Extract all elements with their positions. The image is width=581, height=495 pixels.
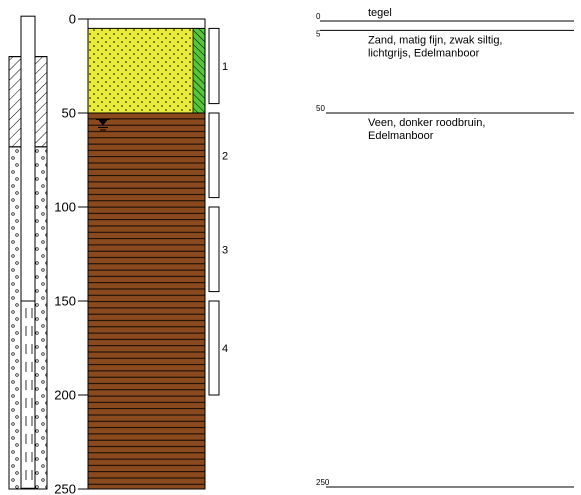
layer-description: Zand, matig fijn, zwak siltig, bbox=[368, 34, 503, 46]
layer-description: tegel bbox=[368, 7, 392, 19]
well-riser-pipe bbox=[20, 15, 36, 302]
sample-label: 3 bbox=[222, 244, 228, 256]
depth-tick-label: 250 bbox=[54, 482, 76, 495]
sample-interval bbox=[208, 112, 220, 199]
layer-top-depth: 50 bbox=[316, 104, 325, 113]
well-gravel-pack bbox=[8, 146, 22, 490]
layer-description: Veen, donker roodbruin, bbox=[368, 117, 485, 129]
layer-description: Edelmanboor bbox=[368, 130, 434, 142]
sample-interval bbox=[208, 300, 220, 396]
depth-tick-label: 200 bbox=[54, 388, 76, 403]
layer-top-depth: 5 bbox=[316, 29, 321, 38]
depth-tick-label: 100 bbox=[54, 200, 76, 215]
sample-interval bbox=[208, 27, 220, 105]
layer-top-depth: 0 bbox=[316, 12, 321, 21]
sample-label: 4 bbox=[222, 343, 228, 355]
soil-column bbox=[87, 18, 206, 490]
depth-tick-label: 150 bbox=[54, 294, 76, 309]
layer-bottom-depth: 250 bbox=[316, 478, 330, 487]
depth-tick-label: 0 bbox=[69, 12, 76, 27]
layer-description: lichtgrijs, Edelmanboor bbox=[368, 47, 480, 59]
sample-label: 2 bbox=[222, 150, 228, 162]
soil-column-outline bbox=[87, 18, 206, 490]
well-screen bbox=[20, 300, 36, 490]
sample-label: 1 bbox=[222, 61, 228, 73]
sample-interval bbox=[208, 206, 220, 293]
depth-tick-label: 50 bbox=[62, 106, 76, 121]
well-seal bbox=[8, 56, 22, 148]
soil-layer-side-hatch bbox=[193, 28, 205, 113]
soil-layer-pattern bbox=[88, 28, 205, 113]
monitoring-well bbox=[8, 15, 48, 490]
depth-axis: 0 50 100 150 200 250 bbox=[54, 12, 89, 495]
sample-intervals: 1 2 3 4 bbox=[208, 27, 228, 396]
well-gravel-pack bbox=[34, 146, 48, 490]
well-seal bbox=[34, 56, 48, 148]
soil-layer-pattern bbox=[88, 113, 205, 489]
groundwater-icon bbox=[98, 119, 108, 126]
